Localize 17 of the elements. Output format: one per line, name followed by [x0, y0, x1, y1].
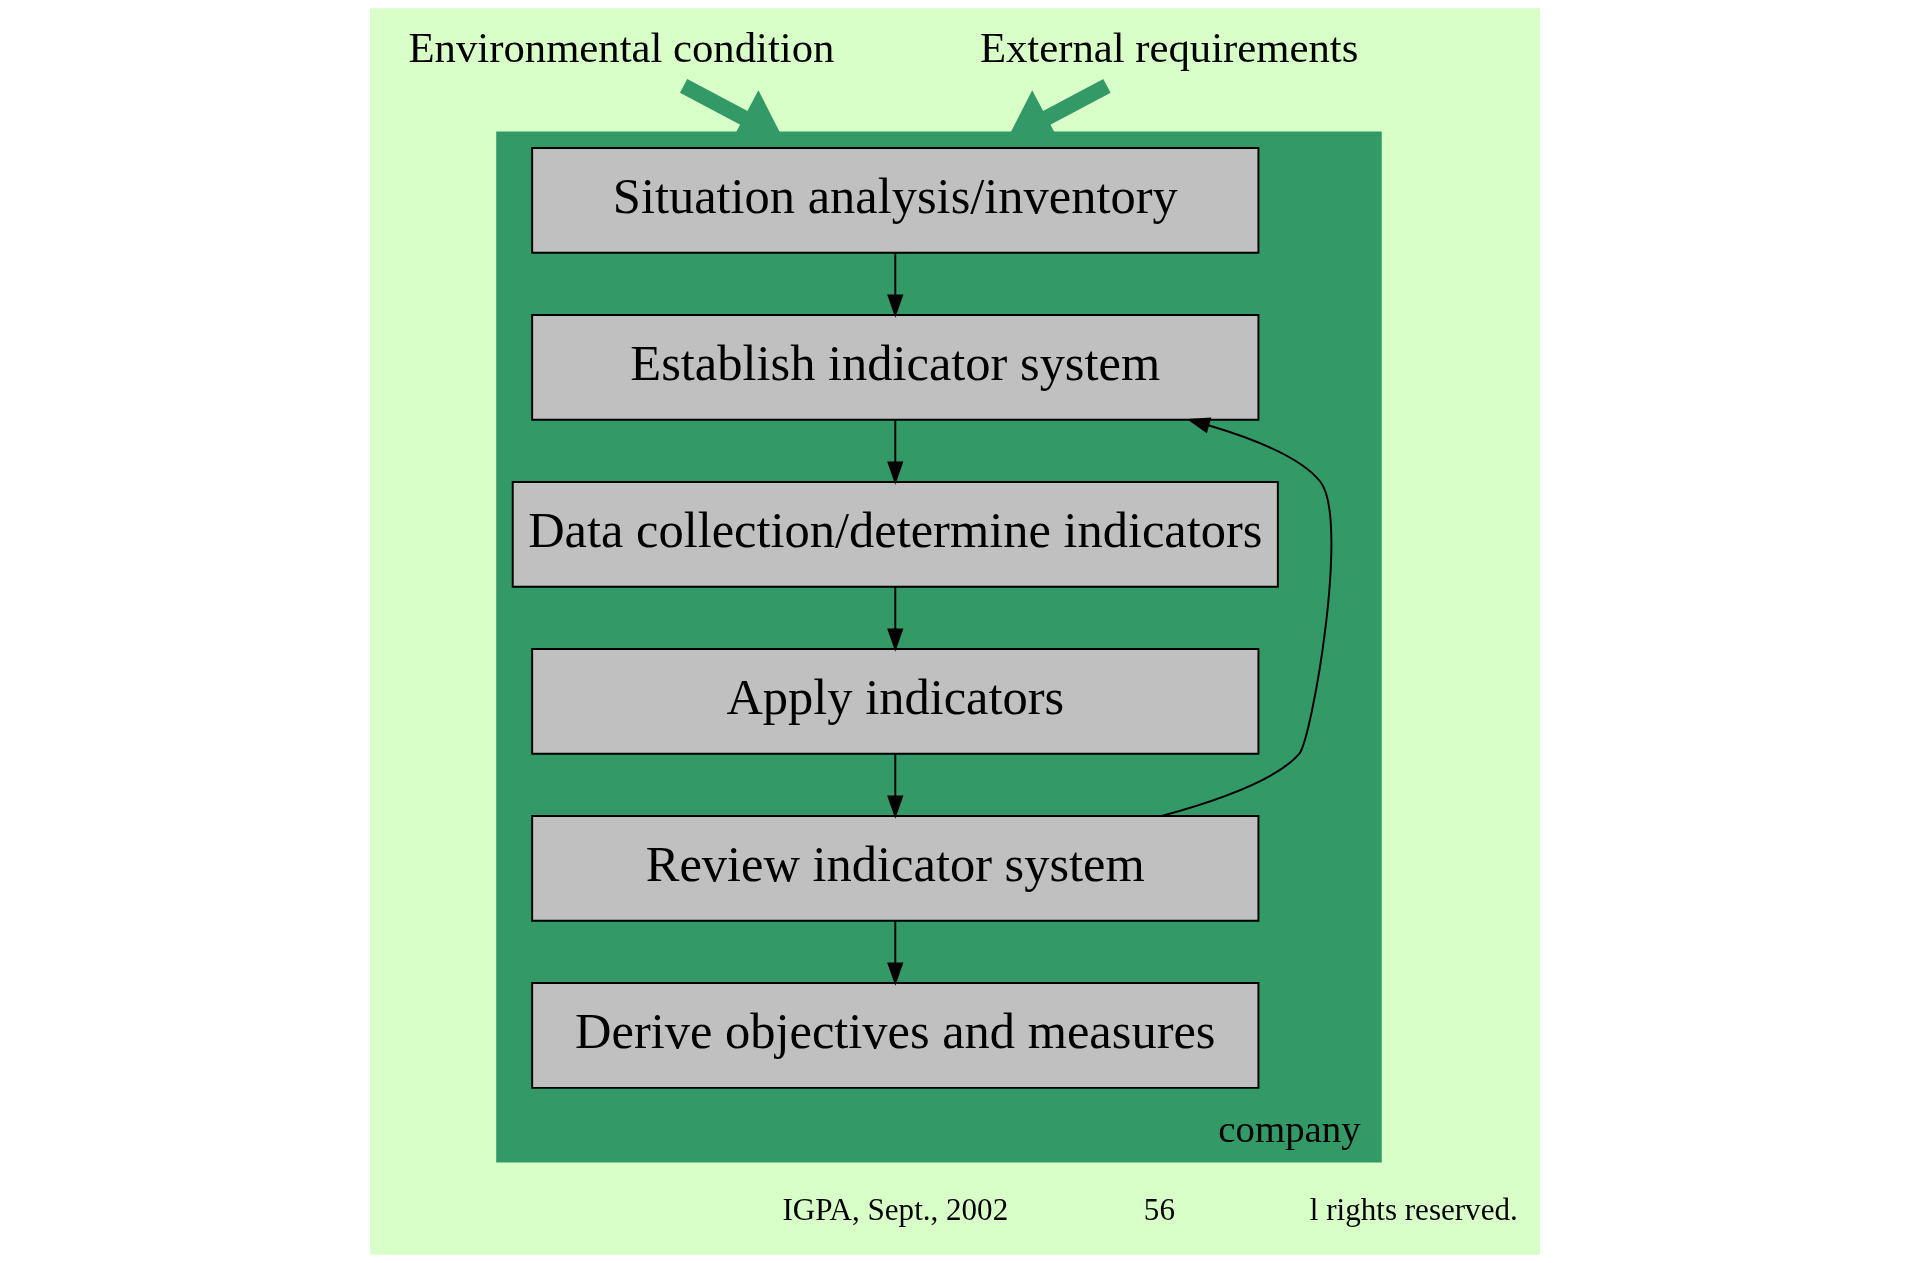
- node-box: Review indicator system: [531, 815, 1260, 922]
- arrow: [887, 252, 904, 318]
- node-text: External requirements: [979, 23, 1359, 71]
- arrow: [887, 753, 904, 819]
- arrow: [1160, 417, 1333, 817]
- node-text: Environmental condition: [408, 23, 835, 71]
- node-box: Establish indicator system: [531, 314, 1260, 421]
- node-box: Apply indicators: [531, 648, 1260, 755]
- node-box: Derive objectives and measures: [531, 982, 1260, 1089]
- arrow: [887, 419, 904, 485]
- node-box: Data collection/determine indicators: [511, 481, 1279, 588]
- arrow: [887, 586, 904, 652]
- node-box: Situation analysis/inventory: [531, 147, 1260, 254]
- label: l rights reserved.: [1309, 1191, 1518, 1227]
- label: 56: [1143, 1191, 1175, 1227]
- arrow: [887, 920, 904, 986]
- label: IGPA, Sept., 2002: [782, 1191, 1009, 1227]
